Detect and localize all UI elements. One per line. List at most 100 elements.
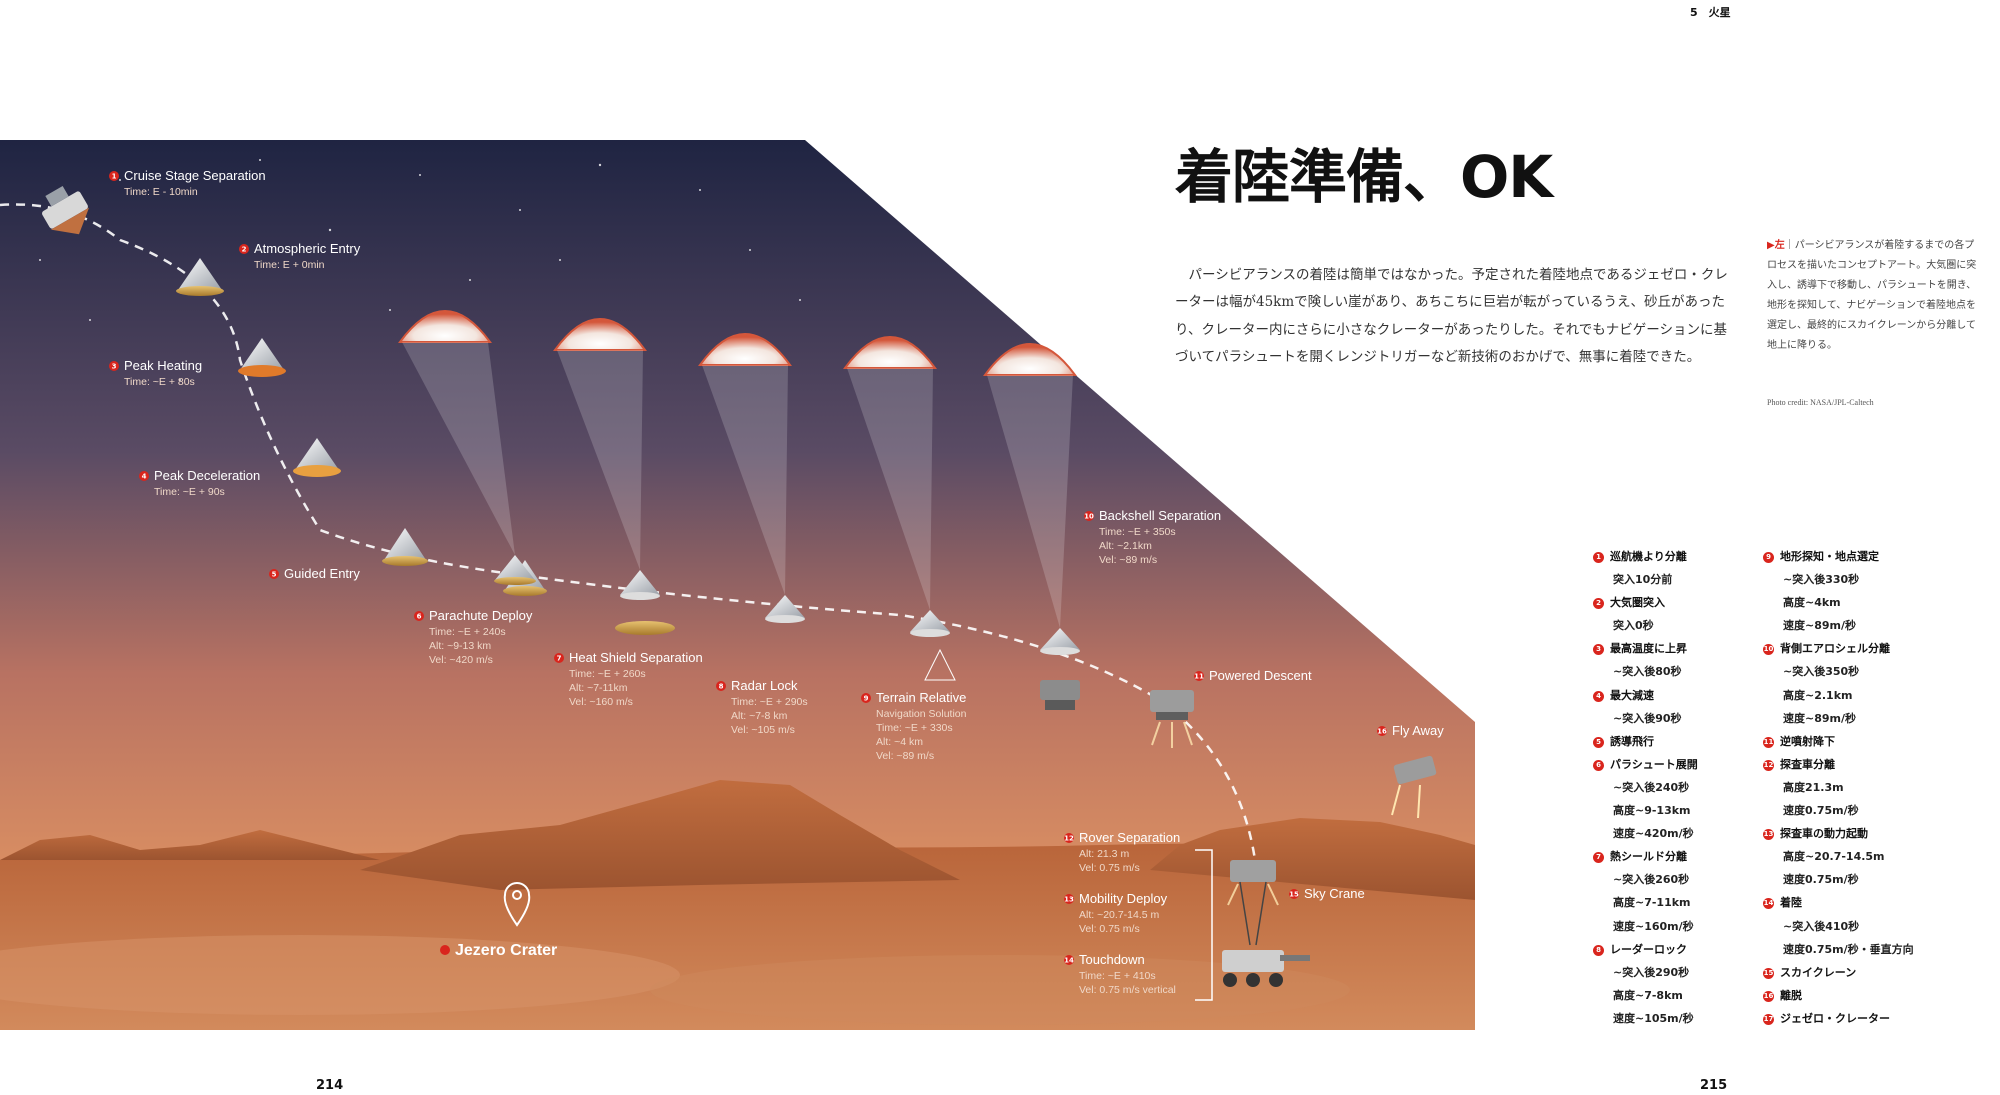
sky-crane-and-rover (1222, 860, 1310, 987)
step-item: 8 レーダーロック (1593, 938, 1698, 961)
stage-title: Peak Heating (124, 358, 202, 373)
step-item: 高度~2.1km (1763, 684, 1914, 707)
step-text: 最高温度に上昇 (1610, 642, 1687, 656)
step-item: 高度~7-8km (1593, 984, 1698, 1007)
stage-number-badge (109, 361, 119, 371)
stage-detail: Time: ~E + 90s (154, 486, 225, 498)
step-text: 突入0秒 (1613, 619, 1654, 633)
stage-number-badge (139, 471, 149, 481)
step-item: 6 パラシュート展開 (1593, 753, 1698, 776)
step-item: 速度0.75m/秒 (1763, 868, 1914, 891)
stage-number: 9 (864, 695, 869, 703)
stage-title: Heat Shield Separation (569, 650, 703, 665)
parachute-4 (843, 336, 956, 681)
step-item: 速度~89m/秒 (1763, 614, 1914, 637)
step-text: ~突入後350秒 (1783, 665, 1860, 679)
step-item: 速度~89m/秒 (1763, 707, 1914, 730)
stage-number: 5 (272, 571, 277, 579)
step-item: ~突入後80秒 (1593, 660, 1698, 683)
stage-number-badge (1064, 833, 1074, 843)
stage-number: 2 (242, 246, 247, 254)
step-item: 高度~4km (1763, 591, 1914, 614)
stage-number-badge (861, 693, 871, 703)
stage-title: Guided Entry (284, 566, 360, 581)
step-item: 突入10分前 (1593, 568, 1698, 591)
step-text: 速度0.75m/秒 (1783, 873, 1859, 887)
step-text: 速度~105m/秒 (1613, 1011, 1694, 1025)
stage-number-badge (269, 569, 279, 579)
step-text: パラシュート展開 (1610, 757, 1698, 771)
step-text: スカイクレーン (1780, 965, 1857, 979)
step-item: 14 着陸 (1763, 891, 1914, 914)
stage-number-badge (109, 171, 119, 181)
step-item: 速度0.75m/秒 (1763, 799, 1914, 822)
step-item: 15 スカイクレーン (1763, 961, 1914, 984)
stage-detail: Vel: ~89 m/s (1099, 554, 1157, 566)
parachute-5 (983, 343, 1080, 655)
step-number-badge: 15 (1763, 967, 1774, 979)
step-text: 速度~160m/秒 (1613, 919, 1694, 933)
stage-number: 16 (1377, 728, 1387, 736)
stage-number: 12 (1064, 835, 1074, 843)
stage-title: Atmospheric Entry (254, 241, 361, 256)
stage-number: 8 (719, 683, 724, 691)
stage-title: Peak Deceleration (154, 468, 260, 483)
step-number-badge: 10 (1763, 644, 1774, 656)
step-text: 高度~7-11km (1613, 896, 1691, 910)
stage-number: 14 (1064, 957, 1074, 965)
fly-away-stage (1391, 755, 1437, 819)
stage-detail: Time: E + 0min (254, 259, 325, 271)
mesa-center (360, 780, 960, 890)
page-number-left: 214 (316, 1078, 344, 1093)
stage-detail: Alt: ~2.1km (1099, 540, 1152, 552)
step-text: 高度~4km (1783, 596, 1841, 610)
step-item: ~突入後330秒 (1763, 568, 1914, 591)
step-text: 着陸 (1780, 896, 1802, 910)
stage-detail: Time: ~E + 290s (731, 696, 808, 708)
step-number-badge: 6 (1593, 759, 1604, 771)
step-number-badge: 2 (1593, 598, 1604, 610)
page-title: 着陸準備、OK (1175, 143, 1553, 211)
stage-number: 4 (142, 473, 147, 481)
step-number-badge: 7 (1593, 852, 1604, 864)
step-text: 探査車分離 (1780, 757, 1835, 771)
stage-title: Sky Crane (1304, 886, 1365, 901)
stage-detail: Vel: ~105 m/s (731, 724, 795, 736)
step-text: ~突入後260秒 (1613, 873, 1690, 887)
stars (39, 159, 801, 381)
descent-stage-separation (1040, 680, 1080, 710)
trajectory-path (0, 203, 1257, 861)
step-text: 速度~89m/秒 (1783, 711, 1857, 725)
step-number-badge: 8 (1593, 944, 1604, 956)
location-pin-icon (503, 882, 531, 927)
stage-number-badge (716, 681, 726, 691)
crater-label: Jezero Crater (455, 942, 557, 959)
step-text: レーダーロック (1610, 942, 1687, 956)
step-number-badge: 5 (1593, 736, 1604, 748)
step-text: ~突入後80秒 (1613, 665, 1682, 679)
stage-number: 7 (557, 655, 562, 663)
step-text: 速度~89m/秒 (1783, 619, 1857, 633)
step-text: 離脱 (1780, 988, 1802, 1002)
stage-number: 1 (112, 173, 117, 181)
cruise-stage-spacecraft (42, 185, 90, 235)
step-number-badge: 1 (1593, 552, 1604, 563)
step-number-badge: 14 (1763, 898, 1774, 910)
stage-detail: Alt: ~9-13 km (429, 640, 491, 652)
step-text: ~突入後410秒 (1783, 919, 1860, 933)
stage-detail: Time: ~E + 330s (876, 722, 953, 734)
step-number-badge: 9 (1763, 552, 1774, 563)
step-item: ~突入後350秒 (1763, 660, 1914, 683)
stage-title: Terrain Relative (876, 690, 966, 705)
stage-number-badge (1064, 955, 1074, 965)
step-text: 高度~2.1km (1783, 688, 1853, 702)
